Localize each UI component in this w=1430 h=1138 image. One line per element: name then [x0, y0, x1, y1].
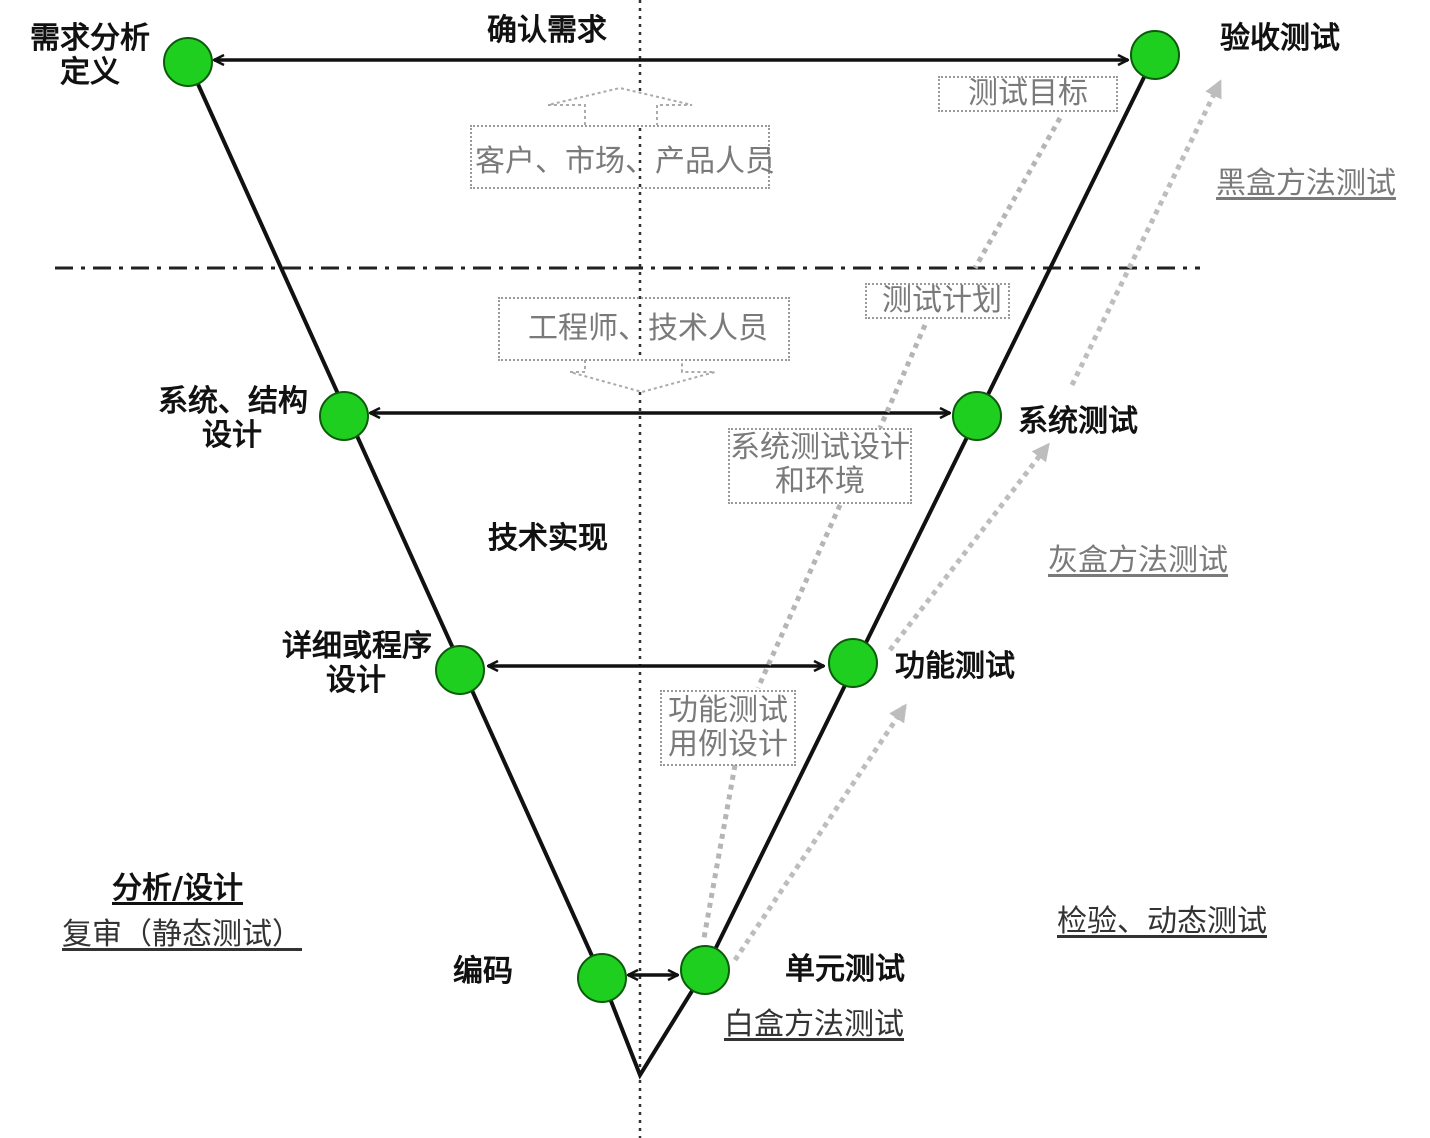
customers-box	[470, 125, 770, 189]
system-test-design-text: 系统测试设计 和环境	[730, 430, 910, 499]
test-goal-box	[938, 76, 1118, 112]
system-design-to-function-design-flow	[755, 503, 843, 690]
function-test-design-text: 功能测试 用例设计	[668, 693, 788, 762]
gray-box-label: 灰盒方法测试	[1048, 543, 1228, 578]
engineers-box	[498, 297, 790, 361]
detail-design-label: 详细或程序 设计	[282, 629, 432, 698]
function-design-to-unit-flow	[701, 764, 738, 939]
down-block-arrow	[569, 360, 716, 394]
black-box-label: 黑盒方法测试	[1216, 166, 1396, 201]
function-to-system-arrow	[888, 442, 1050, 652]
system-to-acceptance-arrow	[1069, 79, 1223, 387]
unit-test-label: 单元测试	[785, 952, 905, 987]
test-plan-text: 测试计划	[882, 283, 1002, 318]
unit-to-function-arrow	[732, 703, 908, 962]
goal-to-plan-flow	[972, 116, 1063, 270]
detail-design-node	[435, 645, 485, 695]
white-box-label: 白盒方法测试	[724, 1007, 904, 1042]
customers-text: 客户、市场、产品人员	[475, 144, 775, 179]
system-design-label: 系统、结构 设计	[158, 384, 308, 453]
test-goal-text: 测试目标	[968, 76, 1088, 111]
function-test-node	[828, 638, 878, 688]
function-test-design-box	[660, 690, 796, 766]
unit-test-node	[680, 945, 730, 995]
test-plan-box	[865, 283, 1010, 319]
confirm-requirements-label: 确认需求	[487, 13, 607, 48]
coding-node	[577, 953, 627, 1003]
coding-label: 编码	[453, 954, 513, 989]
up-block-arrow	[547, 86, 693, 125]
requirements-label: 需求分析 定义	[30, 21, 150, 90]
acceptance-test-node	[1130, 30, 1180, 80]
dynamic-test-label: 检验、动态测试	[1057, 904, 1267, 939]
analysis-design-title: 分析/设计	[112, 871, 243, 906]
tech-implementation-label: 技术实现	[488, 521, 608, 556]
system-test-label: 系统测试	[1018, 404, 1138, 439]
static-review-label: 复审（静态测试）	[62, 917, 302, 952]
requirements-node	[163, 37, 213, 87]
system-test-node	[952, 391, 1002, 441]
engineers-text: 工程师、技术人员	[528, 311, 768, 346]
system-test-design-box	[728, 428, 912, 504]
function-test-label: 功能测试	[895, 649, 1015, 684]
phase-nodes	[163, 30, 1180, 1003]
system-design-node	[319, 391, 369, 441]
plan-to-system-design-flow	[877, 323, 928, 430]
acceptance-test-label: 验收测试	[1220, 21, 1340, 56]
